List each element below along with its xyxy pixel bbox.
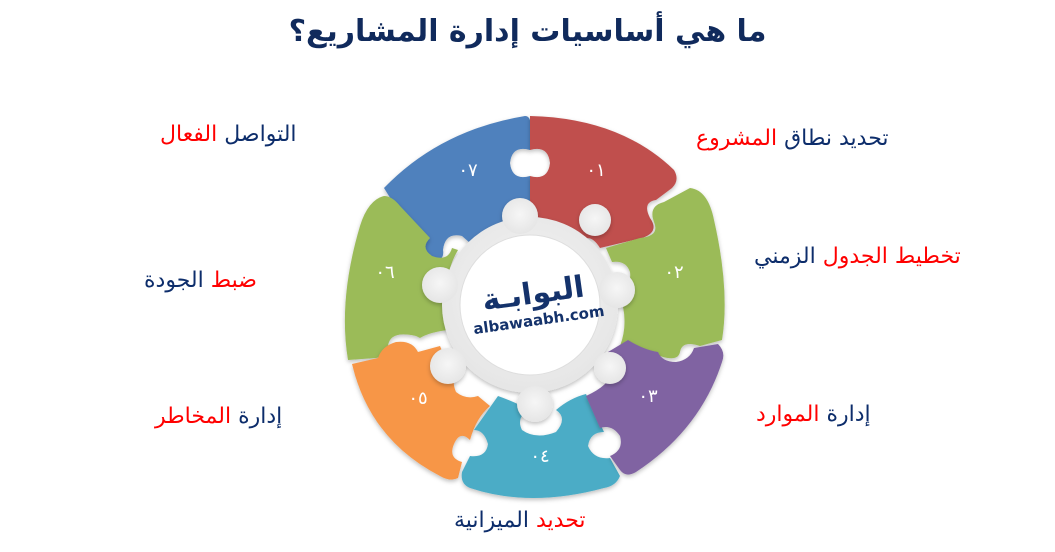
label-piece-02: تخطيط الجدول الزمني: [754, 244, 961, 269]
piece-number-05: ٠٥: [408, 388, 427, 409]
piece-number-06: ٠٦: [375, 262, 394, 283]
label-piece-04: تحديد الميزانية: [454, 508, 586, 533]
label-piece-06: ضبط الجودة: [144, 268, 257, 293]
piece-number-02: ٠٢: [664, 262, 683, 283]
piece-number-03: ٠٣: [638, 386, 658, 407]
label-piece-01: تحديد نطاق المشروع: [696, 126, 889, 151]
label-piece-05: إدارة المخاطر: [155, 404, 283, 429]
page-title: ما هي أساسيات إدارة المشاريع؟: [288, 14, 767, 49]
logo-disc: [459, 234, 601, 376]
piece-number-01: ٠١: [586, 160, 605, 181]
puzzle-piece-01: ٠١: [530, 116, 677, 248]
puzzle-piece-06: ٠٦: [344, 196, 458, 360]
piece-number-04: ٠٤: [530, 446, 549, 467]
puzzle-piece-04: ٠٤: [461, 394, 620, 498]
label-piece-03: إدارة الموارد: [756, 402, 871, 427]
label-piece-07: التواصل الفعال: [160, 122, 297, 147]
piece-number-07: ٠٧: [458, 160, 478, 181]
puzzle-piece-02: ٠٢: [606, 188, 725, 359]
